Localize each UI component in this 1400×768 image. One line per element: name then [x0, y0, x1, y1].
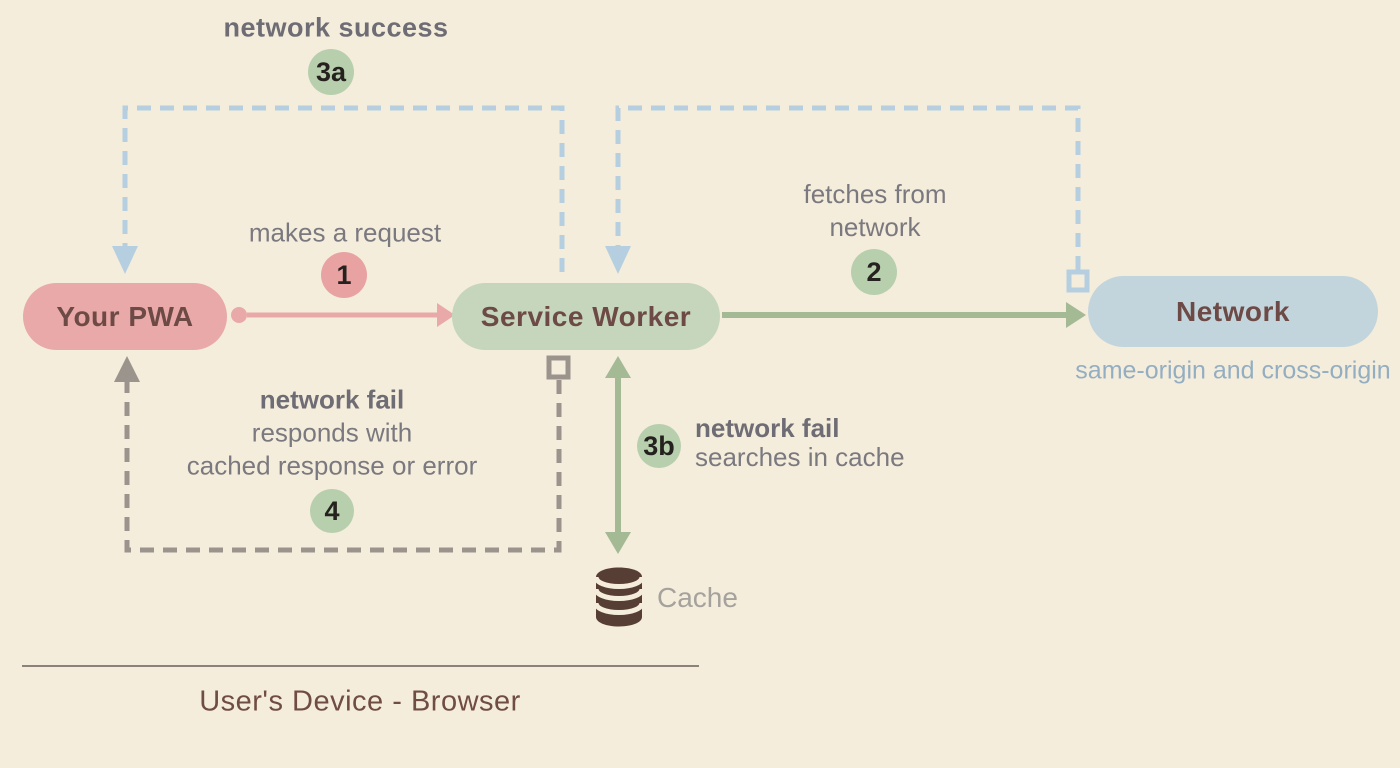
- node-service-worker: Service Worker: [452, 283, 720, 350]
- device-boundary-line: [22, 665, 699, 667]
- arrowhead-right-sw: [437, 303, 455, 327]
- device-label: User's Device - Browser: [199, 685, 521, 718]
- label-fail3b-line1: searches in cache: [695, 442, 905, 472]
- arrowhead-down-cache: [605, 532, 631, 554]
- label-network-fail-cache: network fail searches in cache: [695, 414, 905, 472]
- label-network-success: network success: [223, 12, 449, 43]
- node-service-worker-label: Service Worker: [480, 300, 692, 332]
- cache-label: Cache: [657, 582, 738, 613]
- badge-step-3a: 3a: [308, 49, 354, 95]
- node-network-label: Network: [1176, 295, 1290, 327]
- badge-step-2: 2: [851, 249, 897, 295]
- arrowhead-down-sw: [605, 246, 631, 274]
- label-fail4-line1: responds with: [251, 417, 413, 448]
- arrowhead-up-pwa: [114, 356, 140, 382]
- node-network: Network: [1088, 276, 1378, 347]
- arrow-start-dot: [231, 307, 247, 323]
- cache-database-icon: [593, 566, 645, 633]
- label-fail4-title: network fail: [259, 384, 405, 415]
- success-wire-network-to-sw: [605, 105, 1090, 293]
- fetch-arrow: [722, 302, 1086, 328]
- request-arrow: [231, 303, 455, 327]
- node-your-pwa-label: Your PWA: [56, 300, 194, 332]
- arrowhead-right-network: [1066, 302, 1086, 328]
- cache-arrow: [605, 356, 631, 554]
- connector-square-sw: [546, 355, 571, 380]
- network-origin-note: same-origin and cross-origin: [1075, 356, 1391, 385]
- label-network-fail-response: network fail responds with cached respon…: [162, 384, 502, 483]
- label-makes-a-request: makes a request: [248, 217, 442, 248]
- label-fetches-line2: network: [829, 212, 921, 242]
- connector-square-network: [1066, 269, 1090, 293]
- arrowhead-up-sw: [605, 356, 631, 378]
- badge-step-3b: 3b: [637, 424, 681, 468]
- arrowhead-down-pwa: [112, 246, 138, 274]
- badge-step-4: 4: [310, 489, 354, 533]
- fail-wire-sw-to-pwa: [114, 355, 571, 553]
- node-your-pwa: Your PWA: [23, 283, 227, 350]
- label-fetches-line1: fetches from: [803, 179, 947, 209]
- badge-step-1: 1: [321, 252, 367, 298]
- label-fetches-from-network: fetches from network: [765, 178, 985, 244]
- label-fail4-line2: cached response or error: [186, 450, 478, 481]
- success-wire-sw-to-pwa: [112, 105, 565, 274]
- label-fail3b-title: network fail: [695, 413, 840, 443]
